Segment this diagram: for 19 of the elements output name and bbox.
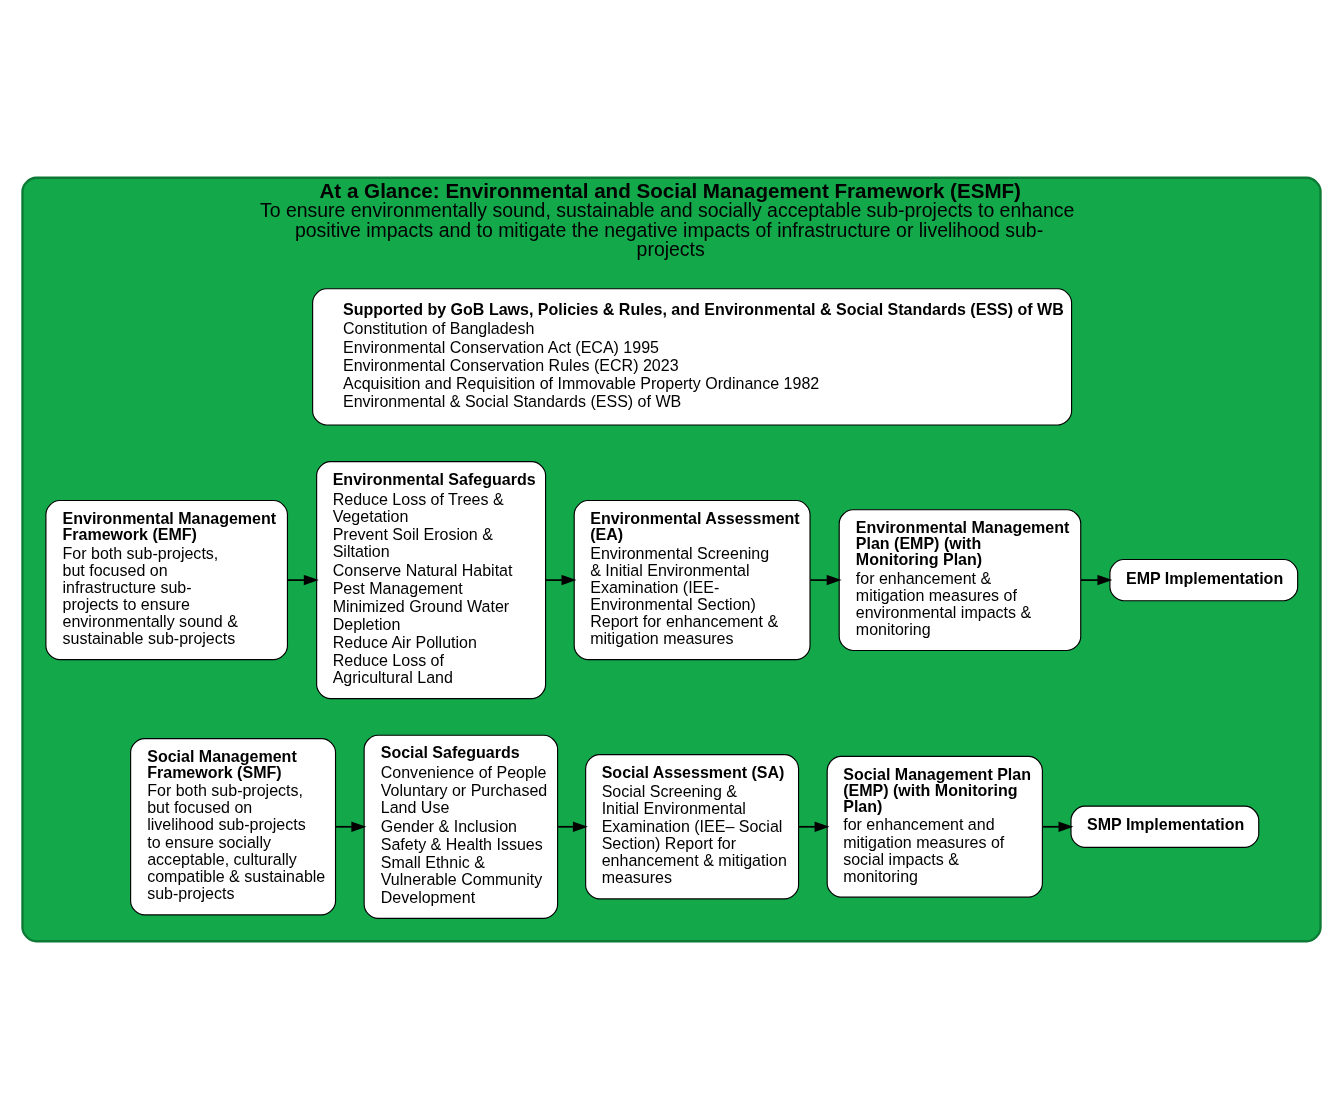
node-box: Environmental Management Framework (EMF) For both sub-projects, but focused on infrastructure sub-projects to ensure environmentally sound & sustainable sub-projects [45,500,288,661]
node-box: Supported by GoB Laws, Policies & Rules, and Environmental & Social Standards (ESS) of WB Constitution of Bangladesh Environmental Conservation Act (ECA) 1995 Environmental Conservation Rules (ECR) 2023 Acquisition and Requisition of Immovable Property Ordinance 1982 Environmental & Social Standards (ESS) of WB [312,288,1073,426]
arrow [809,574,842,586]
node-box: Environmental Management Plan (EMP) (with Monitoring Plan) for enhancement & mitigation measures of environmental impacts & monitoring [838,509,1082,652]
node-box: EMP Implementation [1109,558,1299,602]
node-box: Social Safeguards Convenience of People Voluntary or Purchased Land Use Gender & Inclusion Safety & Health Issues Small Ethnic & Vulnerable Community Development [363,734,559,919]
node-box: Environmental Assessment (EA) Environmental Screening & Initial Environmental Examination (IEE-Environmental Section) Report for enhancement & mitigation measures [573,500,811,661]
arrow [286,574,319,586]
node-box: Social Management Plan (EMP) (with Monitoring Plan) for enhancement and mitigation measures of social impacts & monitoring [826,755,1043,898]
arrow [1041,821,1074,832]
node-box: Environmental Safeguards Reduce Loss of Trees & Vegetation Prevent Soil Erosion & Siltation Conserve Natural Habitat Pest Management Minimized Ground Water Depletion Reduce Air Pollution Reduce Loss of Agricultural Land [316,461,547,700]
node-box: SMP Implementation [1070,805,1260,848]
arrow [1080,574,1113,586]
node-box: Social Management Framework (SMF) For both sub-projects, but focused on livelihood sub-projects to ensure socially acceptable, culturally compatible & sustainable sub-projects [130,738,337,916]
node-box: Social Assessment (SA) Social Screening & Initial Environmental Examination (IEE– Social Section) Report for enhancement & mitigation measures [585,754,800,900]
arrow [557,821,588,832]
arrow [797,821,830,832]
arrow [544,574,577,586]
arrow [335,821,367,832]
